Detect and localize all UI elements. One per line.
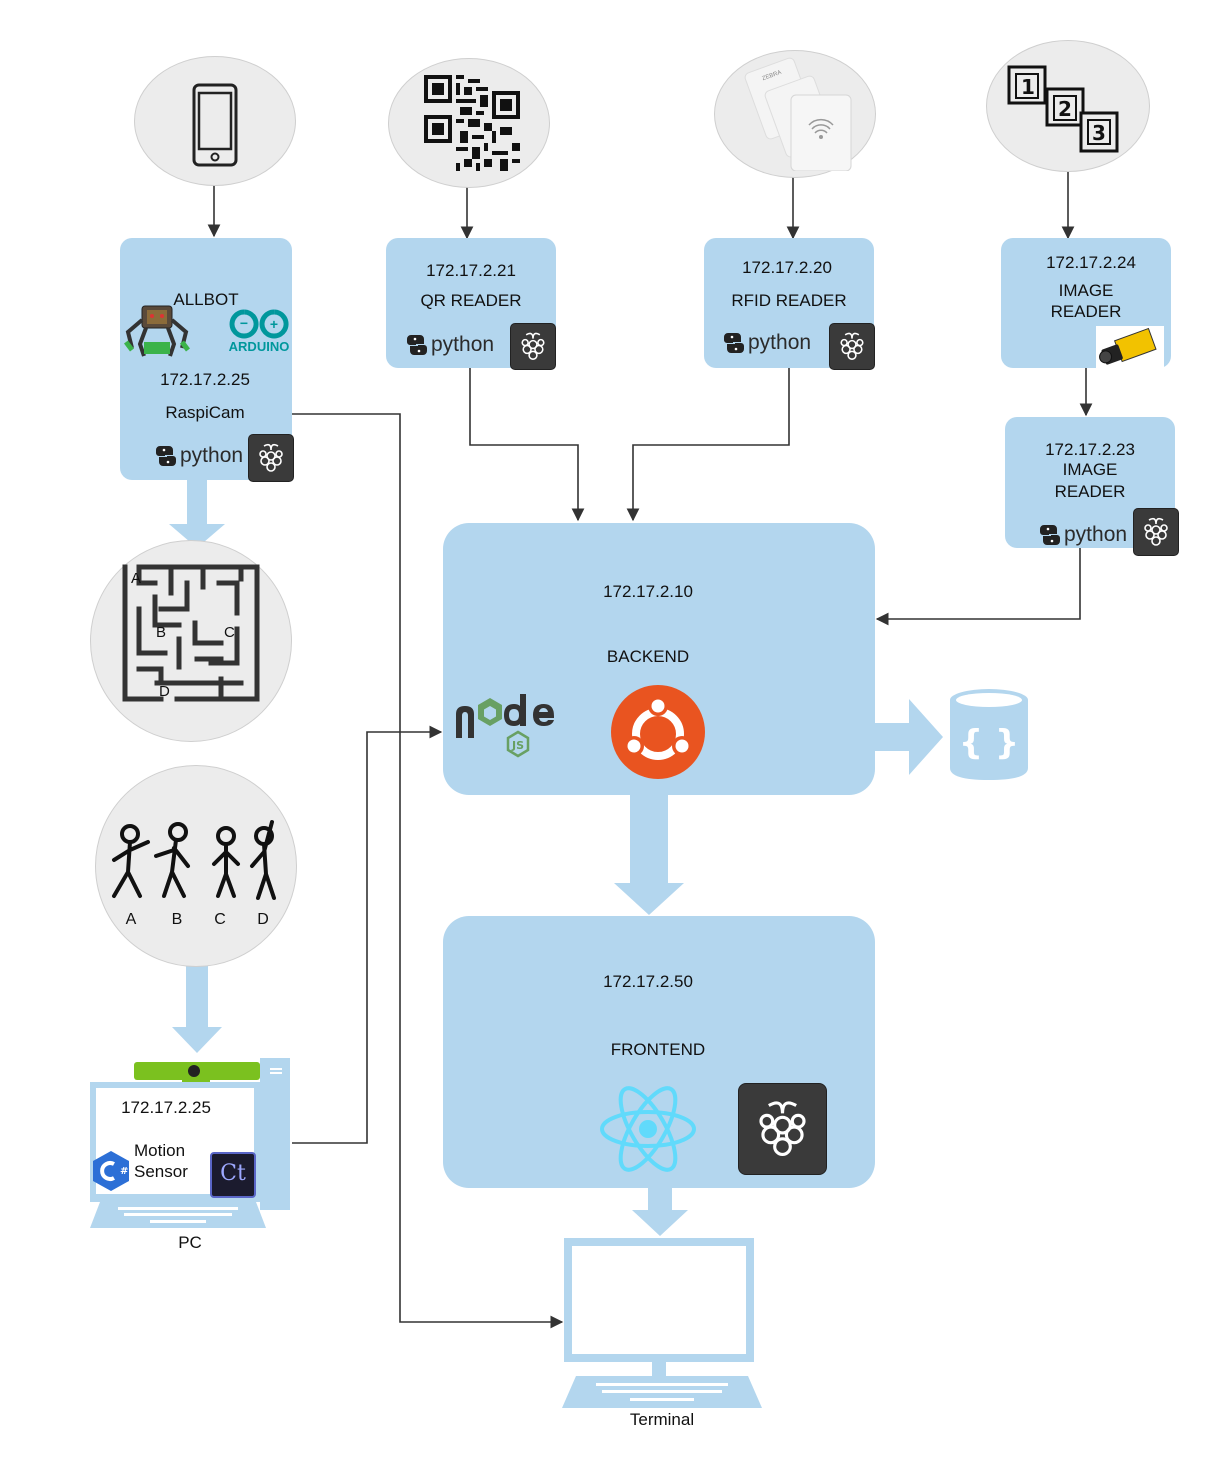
svg-text:+: +: [270, 316, 278, 332]
image23-title-line2: READER: [1054, 482, 1126, 501]
arduino-logo-icon: − + ARDUINO: [229, 309, 290, 354]
numbered-boxes-icon: 1 2 3: [1007, 65, 1119, 153]
numbers-circle: 1 2 3: [986, 40, 1150, 172]
rfid-ip: 172.17.2.20: [742, 258, 832, 277]
dancer-label-d: D: [257, 911, 269, 928]
thin-connectors: [207, 172, 1093, 1329]
svg-text:2: 2: [1058, 97, 1072, 121]
dancer-label-c: C: [214, 911, 226, 928]
maze-label-d: D: [159, 683, 170, 700]
stick-figures-icon: A B C D: [112, 820, 276, 928]
qr-python-logo: python: [406, 333, 494, 357]
ubuntu-logo-icon: [611, 685, 705, 779]
raspberry-pi-icon: [759, 1101, 806, 1156]
backend-ip: 172.17.2.10: [603, 582, 693, 601]
arrow-backend-to-frontend: [614, 795, 684, 915]
raspberry-pi-icon: [840, 332, 864, 360]
allbot-raspberry-pi-badge: [248, 434, 294, 482]
image23-title-line1: IMAGE: [1062, 460, 1118, 479]
block-arrows: [169, 480, 943, 1236]
maze-circle: A B C D: [90, 540, 292, 742]
backend-title: BACKEND: [606, 647, 690, 666]
python-logo-icon: [407, 335, 427, 355]
raspberry-pi-icon: [521, 332, 545, 360]
kinect-icon: [134, 1062, 260, 1080]
rfid-circle: ZEBRA: [714, 50, 876, 178]
arrow-allbot-to-maze: [169, 480, 225, 548]
svg-text:3: 3: [1092, 121, 1106, 145]
qr-circle: [388, 58, 550, 188]
arrow-frontend-to-terminal: [632, 1188, 688, 1236]
python-logo-icon: [1040, 525, 1060, 545]
pc-ip: 172.17.2.25: [121, 1098, 211, 1117]
svg-text:ARDUINO: ARDUINO: [229, 339, 290, 354]
raspberry-pi-icon: [1144, 517, 1168, 546]
python-logo-icon: [724, 333, 744, 353]
rfid-title: RFID READER: [731, 291, 847, 310]
python-logo-icon: [156, 446, 176, 466]
allbot-title: ALLBOT: [173, 290, 239, 309]
allbot-ip: 172.17.2.25: [160, 370, 250, 389]
ct-logo-icon: Ct: [210, 1152, 256, 1198]
svg-text:{ }: { }: [959, 723, 1019, 763]
image23-ip: 172.17.2.23: [1045, 440, 1135, 459]
dancer-label-b: B: [172, 911, 183, 928]
rfid-cards-icon: ZEBRA: [744, 57, 852, 171]
pc-line1: Motion: [134, 1141, 186, 1160]
rfid-python-logo: python: [723, 331, 811, 355]
python-label: python: [431, 333, 495, 356]
qr-title: QR READER: [420, 291, 522, 310]
rfid-raspberry-pi-badge: [829, 323, 875, 370]
maze-label-b: B: [156, 624, 166, 641]
frontend-title: FRONTEND: [610, 1040, 706, 1059]
monitor-stand: [652, 1362, 666, 1378]
pc-line2: Sensor: [134, 1162, 188, 1181]
arrow-dancers-to-kinect: [172, 965, 222, 1053]
dancers-circle: A B C D: [95, 765, 297, 967]
allbot-python-logo: python: [155, 444, 243, 468]
svg-text:1: 1: [1021, 75, 1035, 99]
pc-tower: [260, 1058, 290, 1210]
terminal-caption: Terminal: [629, 1410, 695, 1429]
svg-text:JS: JS: [511, 739, 524, 752]
phone-icon: [192, 83, 238, 167]
allbot-subtitle: RaspiCam: [165, 403, 245, 422]
laptop-keyboard-icon: [562, 1376, 762, 1408]
phone-circle: [134, 56, 296, 186]
maze-label-c: C: [224, 624, 235, 641]
pc-caption: PC: [178, 1233, 202, 1252]
json-database-icon: { }: [950, 689, 1028, 780]
laptop-keyboard-icon: [90, 1202, 266, 1228]
frontend-ip: 172.17.2.50: [603, 972, 693, 991]
svg-text:#: #: [120, 1166, 128, 1177]
python-label: python: [748, 331, 812, 354]
svg-text:−: −: [240, 315, 248, 331]
csharp-logo-icon: #: [93, 1151, 129, 1191]
image24-title-line1: IMAGE: [1058, 281, 1114, 300]
image23-python-logo: python: [1039, 523, 1127, 547]
monitor-icon: [564, 1238, 754, 1362]
image24-title-line2: READER: [1050, 302, 1122, 321]
image24-ip: 172.17.2.24: [1046, 253, 1136, 272]
maze-label-a: A: [131, 570, 141, 587]
arrow-backend-to-db: [875, 699, 943, 775]
react-logo-icon: [600, 1086, 696, 1172]
raspberry-pi-icon: [259, 443, 283, 472]
qr-ip: 172.17.2.21: [426, 261, 516, 280]
frontend-raspberry-pi-badge: [738, 1083, 827, 1175]
python-label: python: [180, 444, 244, 467]
maze-icon: A B C D: [122, 564, 260, 702]
python-label: python: [1064, 523, 1128, 546]
robot-spider-icon: [124, 305, 190, 357]
qr-raspberry-pi-badge: [510, 323, 556, 370]
camera-icon: [1096, 326, 1164, 370]
nodejs-logo-icon: JS: [456, 694, 554, 758]
qr-code-icon: [424, 75, 520, 171]
dancer-label-a: A: [126, 911, 137, 928]
image23-raspberry-pi-badge: [1133, 508, 1179, 556]
